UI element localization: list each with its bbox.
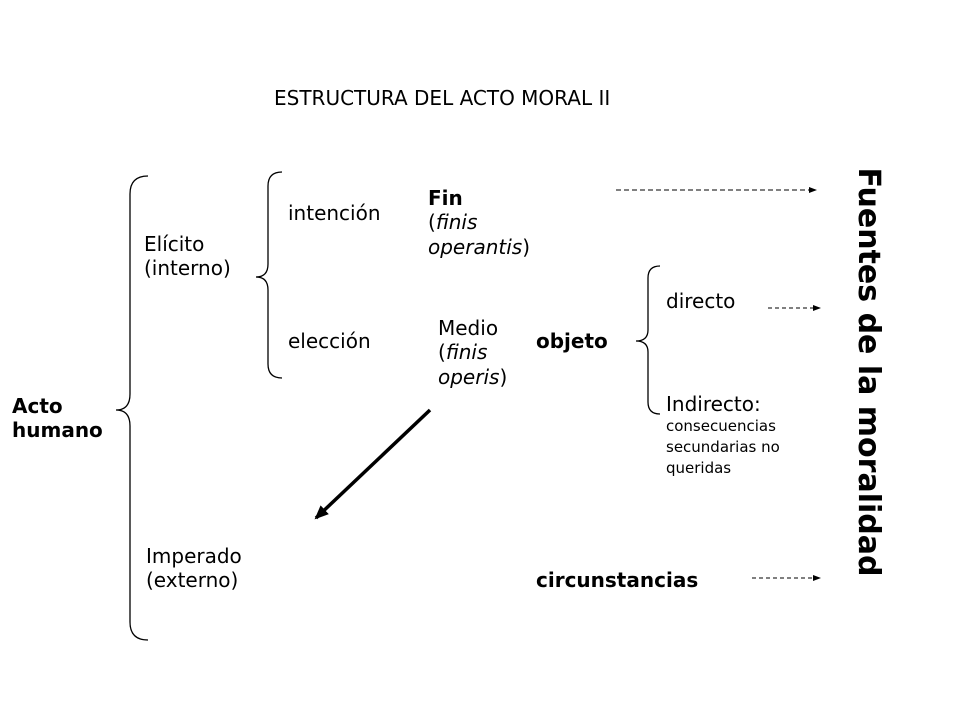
eleccion-label: elección	[288, 329, 371, 353]
fin-italic2: operantis	[428, 234, 523, 259]
arrow-medio-to-imperado	[314, 408, 432, 520]
imperado-label: Imperado (externo)	[146, 544, 242, 593]
indirecto-line2: secundarias no	[666, 438, 780, 457]
fin-italic1: finis	[435, 210, 478, 235]
indirecto-line1: consecuencias	[666, 417, 776, 436]
circunstancias-label: circunstancias	[536, 568, 699, 592]
acto-humano-label: Acto humano	[12, 394, 103, 443]
medio-title: Medio	[438, 316, 499, 340]
medio-open-paren: (	[438, 340, 446, 365]
medio-label: Medio (finis operis)	[438, 316, 507, 389]
acto-line1: Acto	[12, 394, 63, 418]
medio-italic1: finis	[445, 340, 488, 365]
elicito-label: Elícito (interno)	[144, 232, 231, 281]
brace-acto-humano	[115, 175, 149, 641]
fin-label: Fin (finis operantis)	[428, 186, 530, 259]
objeto-label: objeto	[536, 329, 608, 353]
indirecto-line3: queridas	[666, 458, 732, 477]
page-title: ESTRUCTURA DEL ACTO MORAL II	[274, 86, 611, 110]
elicito-line2: (interno)	[144, 256, 231, 281]
indirecto-title: Indirecto:	[666, 392, 761, 416]
indirecto-label: Indirecto: consecuencias secundarias no …	[666, 392, 780, 478]
brace-elicito	[255, 171, 283, 379]
intencion-label: intención	[288, 201, 381, 225]
directo-label: directo	[666, 289, 736, 313]
imperado-line2: (externo)	[146, 568, 239, 593]
fuentes-moralidad-label: Fuentes de la moralidad	[851, 167, 886, 577]
elicito-line1: Elícito	[144, 232, 205, 256]
fin-title: Fin	[428, 186, 463, 210]
brace-objeto	[635, 265, 661, 415]
medio-close-paren: )	[499, 364, 508, 389]
fin-open-paren: (	[428, 210, 436, 235]
acto-line2: humano	[12, 418, 103, 443]
fin-close-paren: )	[522, 234, 531, 259]
medio-italic2: operis	[438, 364, 500, 389]
imperado-line1: Imperado	[146, 544, 242, 568]
